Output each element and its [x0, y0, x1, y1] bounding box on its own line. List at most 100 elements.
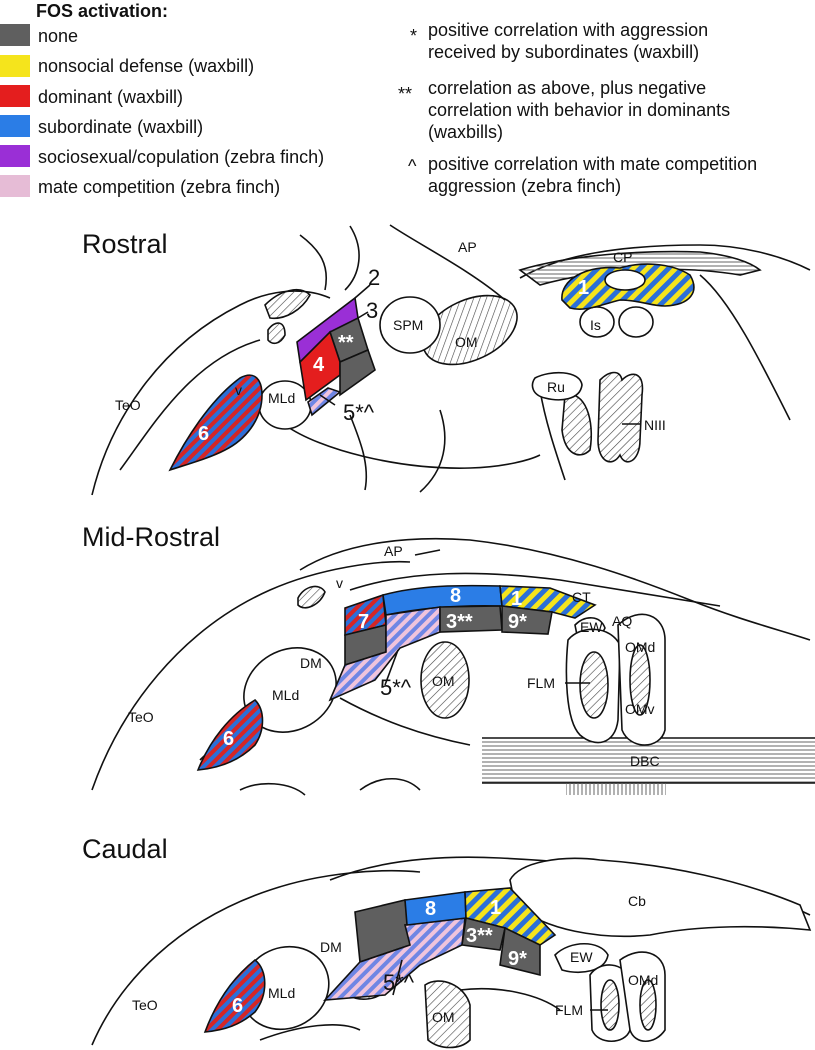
rostral-leader-5 [319, 394, 336, 406]
label-omd: OMd [625, 639, 655, 655]
note-line: positive correlation with mate competiti… [428, 154, 757, 174]
rostral-label-1: 1 [578, 277, 589, 299]
rostral-contour [539, 389, 566, 481]
section-rostral: Rostral [82, 224, 811, 496]
note-line: received by subordinates (waxbill) [428, 42, 699, 62]
rostral-bottom-contour [284, 424, 541, 469]
section-caudal: Caudal TeO D [82, 834, 812, 1049]
rostral-contour [389, 224, 506, 301]
legend-label: subordinate (waxbill) [38, 117, 203, 137]
mid-label-7: 7 [358, 611, 369, 633]
section-title-midrostral: Mid-Rostral [82, 522, 220, 552]
notes: * positive correlation with aggression r… [398, 20, 757, 196]
rostral-label-6: 6 [198, 423, 209, 445]
label-mld: MLd [268, 985, 295, 1001]
label-dm: DM [300, 655, 322, 671]
caudal-region-3 [461, 917, 506, 951]
mid-label-5: 5*^ [380, 675, 412, 700]
mid-leader-ap [414, 549, 441, 556]
label-omd: OMd [628, 972, 658, 988]
legend-label: none [38, 26, 78, 46]
rostral-spm [379, 296, 441, 354]
label-dbc: DBC [630, 753, 660, 769]
mid-contour [339, 697, 471, 746]
note-symbol: ** [398, 84, 412, 104]
rostral-region-gray [339, 348, 376, 397]
label-cb: Cb [628, 893, 646, 909]
mid-leader-5 [384, 649, 399, 686]
rostral-label-2: 2 [368, 265, 380, 290]
note-line: aggression (zebra finch) [428, 176, 621, 196]
label-teo: TeO [115, 397, 141, 413]
label-ew: EW [570, 949, 593, 965]
label-om: OM [432, 1009, 455, 1025]
label-aq: AQ [612, 613, 632, 629]
mid-label-3: 3** [446, 611, 473, 633]
rostral-contour [299, 234, 327, 291]
mid-contour [299, 537, 811, 641]
mid-contour [359, 778, 421, 791]
label-dm: DM [320, 939, 342, 955]
caudal-label-5: 5*^ [383, 970, 415, 995]
note-line: positive correlation with aggression [428, 20, 708, 40]
legend-label: nonsocial defense (waxbill) [38, 56, 254, 76]
rostral-ru-hatch [561, 393, 593, 456]
caudal-outer-contour [91, 869, 421, 1046]
label-teo: TeO [128, 709, 154, 725]
label-v: v [235, 382, 242, 398]
label-ew: EW [580, 619, 603, 635]
label-teo: TeO [132, 997, 158, 1013]
note-line: (waxbills) [428, 122, 503, 142]
mid-label-9: 9* [508, 611, 527, 633]
label-flm: FLM [527, 675, 555, 691]
mid-label-8: 8 [450, 585, 461, 607]
rostral-region-1-hole [604, 269, 646, 291]
rostral-label-5: 5*^ [343, 400, 375, 425]
legend-swatch-mate-competition [0, 175, 30, 197]
label-ap: AP [384, 543, 403, 559]
label-ap: AP [458, 239, 477, 255]
rostral-label-4: 4 [313, 354, 325, 376]
legend-item: none [0, 24, 78, 46]
rostral-contour [344, 225, 360, 291]
label-om: OM [432, 673, 455, 689]
legend-swatch-none [0, 24, 30, 46]
legend-label: mate competition (zebra finch) [38, 177, 280, 197]
caudal-cb [509, 857, 812, 938]
rostral-contour [699, 274, 791, 421]
rostral-inner-contour [119, 339, 261, 471]
caudal-region-9 [499, 926, 541, 977]
rostral-label-3: 3 [366, 298, 378, 323]
label-ct: CT [572, 589, 591, 605]
rostral-is-right [618, 306, 654, 338]
mid-region-9 [501, 605, 553, 635]
caudal-label-6: 6 [232, 995, 243, 1017]
label-om: OM [455, 334, 478, 350]
rostral-om [422, 294, 518, 366]
legend-swatch-nonsocial [0, 55, 30, 77]
rostral-region-6 [168, 374, 263, 472]
mid-label-6: 6 [223, 728, 234, 750]
rostral-contour [349, 414, 368, 491]
legend-item: subordinate (waxbill) [0, 115, 203, 137]
legend-swatch-sociosexual [0, 145, 30, 167]
label-spm: SPM [393, 317, 423, 333]
label-v: v [336, 575, 343, 591]
caudal-label-8: 8 [425, 898, 436, 920]
mid-contour [239, 782, 306, 796]
section-midrostral: Mid-Rostral [82, 522, 815, 796]
rostral-contour [419, 409, 446, 493]
caudal-flm [600, 979, 620, 1031]
mid-omd-v [629, 644, 651, 716]
note-line: correlation as above, plus negative [428, 78, 706, 98]
label-cp: CP [613, 249, 632, 265]
legend: FOS activation: none nonsocial defense (… [0, 1, 324, 197]
legend-label: dominant (waxbill) [38, 87, 183, 107]
legend-item: mate competition (zebra finch) [0, 175, 280, 197]
legend-title: FOS activation: [36, 1, 168, 21]
rostral-niii [597, 371, 644, 463]
mid-hatch-shape [297, 585, 326, 609]
note-symbol: ^ [408, 156, 417, 176]
rostral-label-dstar: ** [338, 332, 354, 354]
